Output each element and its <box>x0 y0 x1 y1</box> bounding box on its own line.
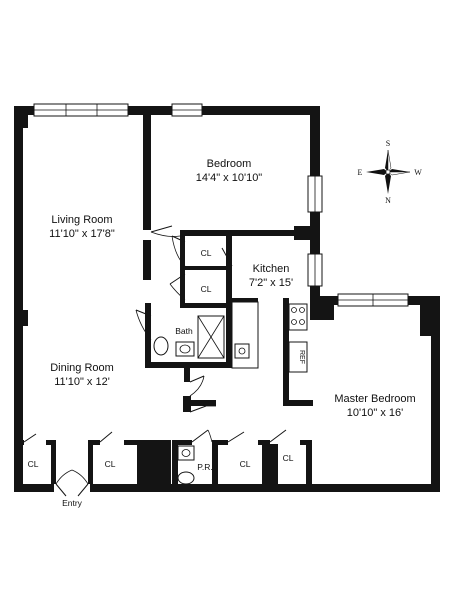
compass-north-label: N <box>385 196 391 205</box>
powder-room-label: P.R. <box>197 462 212 472</box>
closet-label: CL <box>201 284 212 294</box>
room-labels: Living Room 11'10" x 17'8" Dining Room 1… <box>28 158 416 508</box>
closet-label: CL <box>201 248 212 258</box>
bath-label: Bath <box>175 326 193 336</box>
closet-label: CL <box>105 459 116 469</box>
shower <box>197 315 225 359</box>
compass-west-label: W <box>414 168 422 177</box>
pr-sink <box>177 445 195 461</box>
master-bedroom-name: Master Bedroom <box>334 393 415 405</box>
closet-label: CL <box>240 459 251 469</box>
master-bedroom-dims: 10'10" x 16' <box>347 407 403 419</box>
stove <box>288 303 308 331</box>
windows <box>33 103 409 307</box>
kitchen-counter <box>231 301 259 369</box>
dining-room-name: Dining Room <box>50 362 114 374</box>
compass-rose: S N E W <box>358 139 423 205</box>
bath-sink <box>175 341 195 357</box>
bath-fixtures <box>153 315 225 359</box>
bedroom-name: Bedroom <box>207 158 252 170</box>
refrigerator <box>288 341 308 373</box>
bath-toilet <box>153 336 169 356</box>
dining-room-dims: 11'10" x 12' <box>54 376 110 388</box>
compass-east-label: E <box>358 168 363 177</box>
kitchen-dims: 7'2" x 15' <box>249 277 293 289</box>
refrigerator-label: REF <box>298 350 305 364</box>
pr-toilet <box>177 471 195 485</box>
living-room-name: Living Room <box>51 214 112 226</box>
kitchen-name: Kitchen <box>253 263 290 275</box>
bedroom-dims: 14'4" x 10'10" <box>196 172 263 184</box>
entry-label: Entry <box>62 498 83 508</box>
closet-label: CL <box>283 453 294 463</box>
kitchen-fixtures <box>231 301 308 373</box>
powder-room-fixtures <box>177 445 195 485</box>
kitchen-sink <box>234 343 250 359</box>
living-room-dims: 11'10" x 17'8" <box>49 228 115 240</box>
interior-walls <box>14 106 314 484</box>
doors <box>23 225 287 497</box>
closet-label: CL <box>28 459 39 469</box>
compass-south-label: S <box>386 139 390 148</box>
